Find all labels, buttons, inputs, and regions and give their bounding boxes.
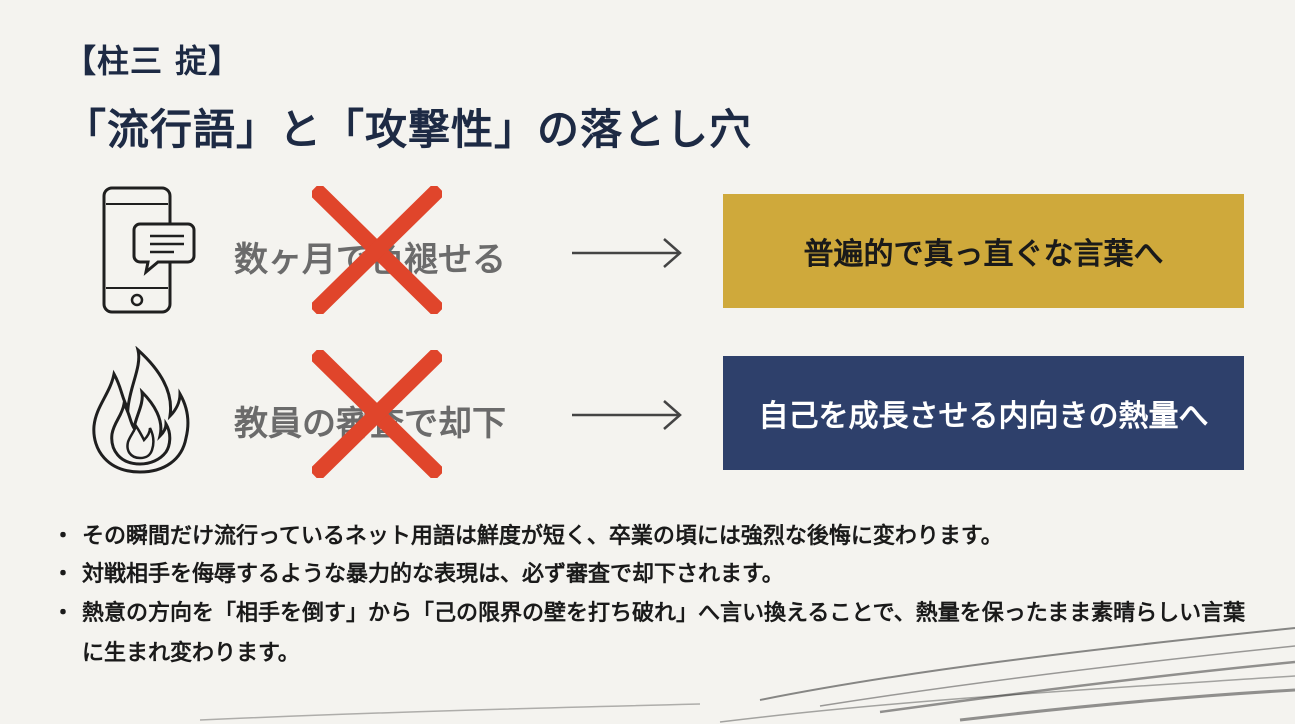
bullet-item: その瞬間だけ流行っているネット用語は鮮度が短く、卒業の頃には強烈な後悔に変わりま… [52, 518, 1256, 556]
section-label: 【柱三 掟】 [64, 42, 242, 80]
page-title: 「流行語」と「攻撃性」の落とし穴 [64, 105, 753, 154]
bullet-list: その瞬間だけ流行っているネット用語は鮮度が短く、卒業の頃には強烈な後悔に変わりま… [52, 518, 1256, 674]
cross-mark-icon [308, 346, 446, 482]
bullet-item: 熱意の方向を「相手を倒す」から「己の限界の壁を打ち破れ」へ言い換えることで、熱量… [52, 594, 1256, 674]
flame-icon [88, 346, 192, 476]
bullet-item: 対戦相手を侮辱するような暴力的な表現は、必ず審査で却下されます。 [52, 556, 1256, 594]
smartphone-chat-icon [98, 184, 198, 316]
arrow-right-icon [572, 398, 684, 436]
arrow-right-icon [572, 236, 684, 274]
cross-mark-icon [308, 182, 446, 318]
result-box-gold: 普遍的で真っ直ぐな言葉へ [723, 194, 1244, 308]
result-box-navy: 自己を成長させる内向きの熱量へ [723, 356, 1244, 470]
